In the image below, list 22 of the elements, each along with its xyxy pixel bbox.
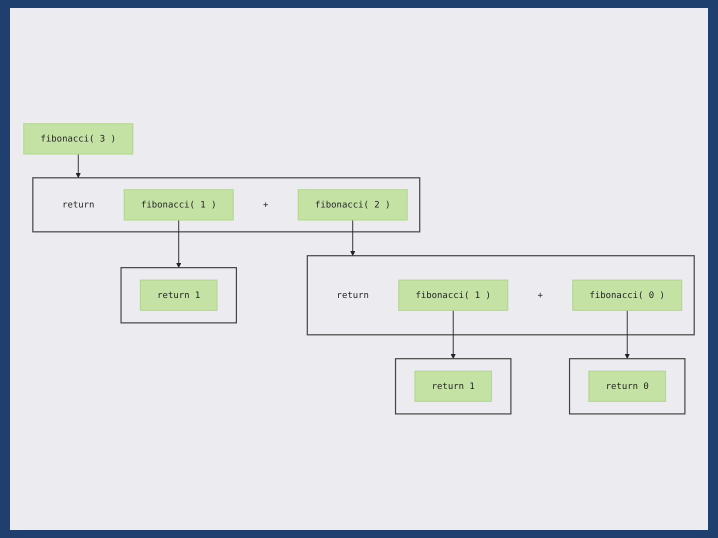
cluster xyxy=(120,267,237,324)
node-text: + xyxy=(263,199,268,210)
arrow xyxy=(76,154,81,178)
cluster xyxy=(306,255,695,336)
arrow xyxy=(350,220,356,256)
cluster xyxy=(394,358,512,415)
node-box: fibonacci( 1 ) xyxy=(398,280,508,312)
node-box: fibonacci( 2 ) xyxy=(298,189,408,221)
node-box: fibonacci( 3 ) xyxy=(23,123,134,155)
node-text: + xyxy=(538,290,543,301)
cluster xyxy=(568,358,686,415)
arrow xyxy=(176,220,182,268)
node-text: return xyxy=(62,199,94,210)
node-box: return 1 xyxy=(414,370,492,402)
node-box: fibonacci( 0 ) xyxy=(572,280,682,312)
arrow xyxy=(450,310,456,360)
node-box: return 0 xyxy=(588,370,666,402)
arrow xyxy=(624,310,630,360)
node-box: return 1 xyxy=(140,280,218,312)
cluster xyxy=(32,177,420,233)
node-text: return xyxy=(336,290,369,301)
node-box: fibonacci( 1 ) xyxy=(124,189,234,221)
